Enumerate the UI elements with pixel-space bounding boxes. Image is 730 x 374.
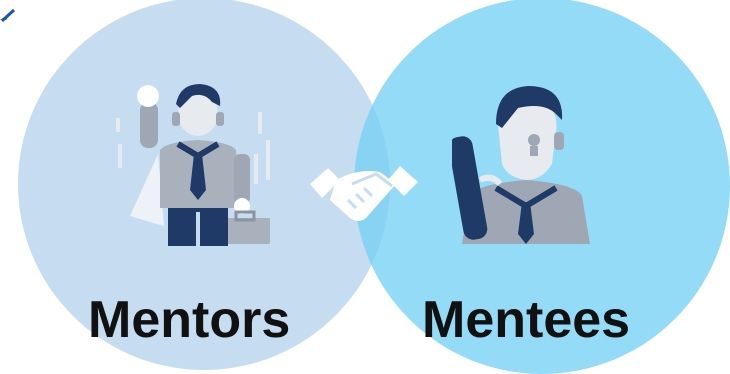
mentee-graduate-icon	[452, 86, 590, 244]
handshake-icon	[310, 166, 418, 221]
mentees-label: Mentees	[422, 291, 631, 349]
corner-arrow-icon	[0, 8, 16, 22]
mentor-businessman-icon	[116, 84, 270, 246]
mentors-label: Mentors	[88, 291, 291, 349]
